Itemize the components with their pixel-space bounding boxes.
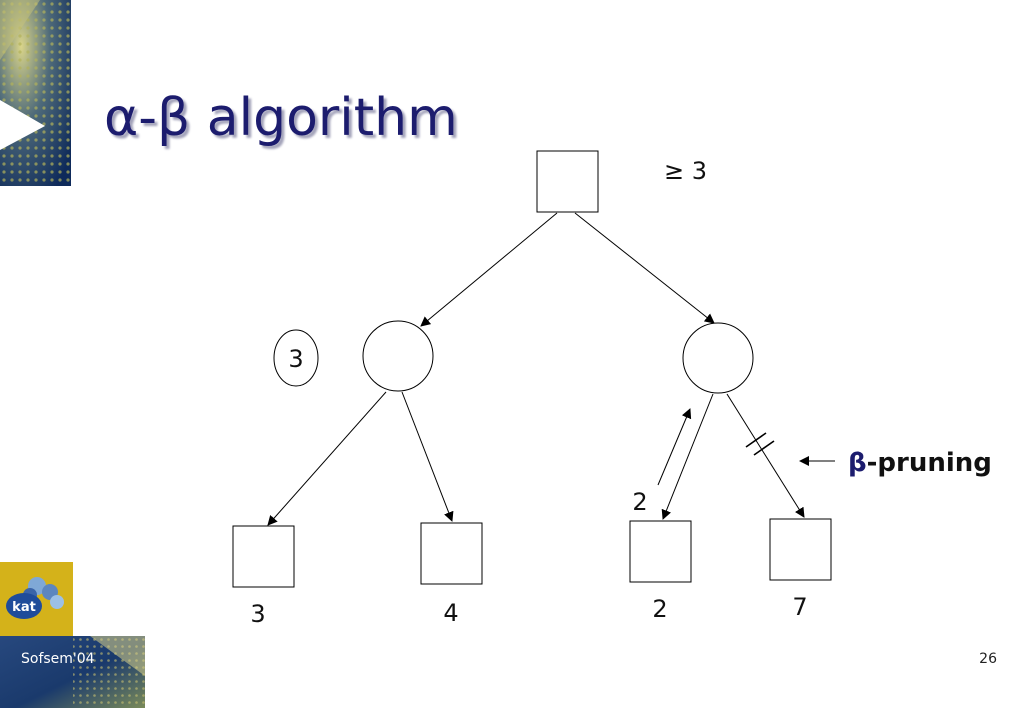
root-node (536, 150, 599, 213)
edge-left-leaf2 (401, 391, 454, 522)
left-node-value-label: 3 (288, 345, 303, 373)
left-min-node (362, 320, 434, 392)
leaf-node-3 (629, 520, 692, 583)
leaf-value-2: 4 (443, 599, 458, 627)
corner-decoration-top (0, 0, 71, 186)
leaf-node-2 (420, 522, 483, 585)
left-node-value-ellipse (273, 329, 319, 387)
root-bound-label: ≥ 3 (664, 157, 707, 185)
leaf-value-1: 3 (250, 600, 265, 628)
logo-text: kat (12, 600, 36, 615)
leaf-value-4: 7 (792, 593, 807, 621)
edge-right-leaf3 (661, 393, 714, 520)
kat-logo: kat (0, 562, 73, 636)
pruning-label: β-pruning (848, 448, 992, 478)
slide-title: α-β algorithm (104, 88, 458, 148)
edge-root-right (574, 212, 715, 324)
edge-right-leaf4-pruned (726, 393, 805, 518)
leaf-value-3: 2 (652, 595, 667, 623)
backed-up-value-label: 2 (632, 488, 647, 516)
edge-left-leaf1 (267, 391, 387, 526)
pruning-text: -pruning (867, 448, 992, 478)
leaf-node-1 (232, 525, 295, 588)
right-min-node (682, 322, 754, 394)
cut-mark-1 (745, 432, 767, 448)
corner-decoration-bottom (0, 636, 145, 708)
pruning-beta-symbol: β (848, 448, 867, 478)
leaf-node-4 (769, 518, 832, 581)
page-number: 26 (979, 651, 997, 667)
backup-value-arrow (657, 408, 692, 486)
cut-mark-2 (753, 440, 775, 456)
edge-root-left (420, 212, 558, 327)
footer-label: Sofsem'04 (21, 651, 95, 667)
